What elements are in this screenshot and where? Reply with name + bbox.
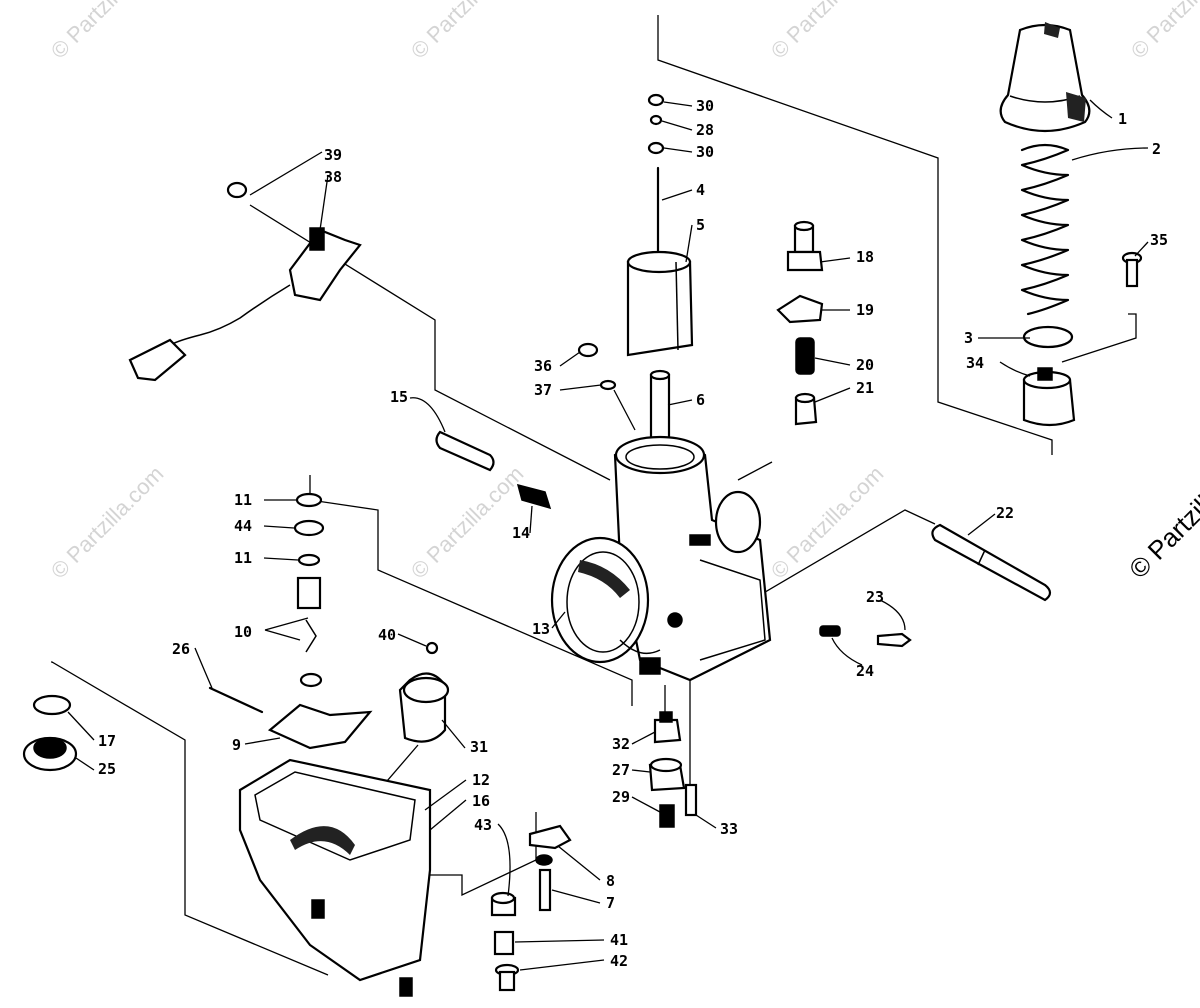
leader-lines — [67, 99, 1149, 971]
callout-22: 22 — [996, 504, 1014, 522]
part-valve-seat — [493, 930, 515, 956]
part-float-pin-small — [425, 641, 439, 655]
part-main-jet-holder — [653, 711, 682, 744]
callout-16: 16 — [472, 792, 490, 810]
callout-44: 44 — [234, 517, 252, 535]
callout-6: 6 — [696, 391, 705, 409]
callout-20: 20 — [856, 356, 874, 374]
part-idle-screw — [435, 430, 495, 472]
watermark: © Partzilla.com — [406, 0, 529, 64]
callout-5: 5 — [696, 216, 705, 234]
callout-labels: 1 2 3 34 35 30 28 30 4 5 6 18 19 20 21 3… — [98, 97, 1168, 970]
callout-10: 10 — [234, 623, 252, 641]
part-air-spring — [819, 625, 841, 637]
callout-29: 29 — [612, 788, 630, 806]
part-spring — [1020, 143, 1070, 316]
part-idle-spring — [516, 483, 552, 510]
callout-33: 33 — [720, 820, 738, 838]
watermark: © Partzilla.com — [766, 0, 889, 64]
callout-43: 43 — [474, 816, 492, 834]
callout-28: 28 — [696, 121, 714, 139]
part-float-pin — [208, 686, 264, 714]
callout-30a: 30 — [696, 97, 714, 115]
callout-24: 24 — [856, 662, 874, 680]
part-pilot-jet — [684, 783, 698, 817]
watermark: © Partzilla.com — [766, 461, 889, 584]
callout-34: 34 — [966, 354, 984, 372]
part-plunger — [794, 392, 818, 426]
callout-42: 42 — [610, 952, 628, 970]
callout-40: 40 — [378, 626, 396, 644]
callout-23: 23 — [866, 588, 884, 606]
part-screw-small — [577, 342, 599, 358]
part-throttle-switch — [128, 227, 362, 382]
part-cap — [999, 22, 1091, 133]
callout-13: 13 — [532, 620, 550, 638]
part-seat-screw — [494, 963, 520, 992]
part-gasket — [776, 294, 824, 324]
part-spring-small — [795, 337, 815, 375]
callout-1: 1 — [1118, 110, 1127, 128]
callout-38: 38 — [324, 168, 342, 186]
callout-9: 9 — [232, 736, 241, 754]
part-screw — [1121, 251, 1143, 288]
watermark: © Partzilla.com — [1126, 0, 1200, 64]
callout-25: 25 — [98, 760, 116, 778]
callout-27: 27 — [612, 761, 630, 779]
part-float — [398, 672, 450, 743]
callout-41: 41 — [610, 931, 628, 949]
watermark: © Partzilla.com — [46, 0, 169, 64]
part-air-screw — [876, 632, 912, 648]
part-float-arm — [267, 703, 373, 750]
callout-19: 19 — [856, 301, 874, 319]
part-float-bowl — [238, 758, 432, 997]
part-retainer-plate — [528, 824, 572, 850]
watermark-side: © Partzill — [1123, 489, 1200, 584]
callout-4: 4 — [696, 181, 705, 199]
callout-7: 7 — [606, 894, 615, 912]
callout-3: 3 — [964, 329, 973, 347]
callout-8: 8 — [606, 872, 615, 890]
callout-15: 15 — [390, 388, 408, 406]
part-washer — [1022, 325, 1074, 349]
callout-37: 37 — [534, 381, 552, 399]
watermark: © Partzilla.com — [46, 461, 169, 584]
part-float-valve — [490, 891, 517, 917]
part-switch-screw — [226, 181, 248, 199]
part-retainer-screw — [535, 854, 553, 912]
callout-11b: 11 — [234, 549, 252, 567]
part-fuel-tube — [931, 523, 1052, 602]
callout-18: 18 — [856, 248, 874, 266]
callout-31: 31 — [470, 738, 488, 756]
callout-12: 12 — [472, 771, 490, 789]
part-throttle-valve — [626, 250, 694, 357]
part-small-washer — [599, 379, 617, 391]
callout-39: 39 — [324, 146, 342, 164]
assembly-lines — [51, 15, 1137, 976]
callout-32: 32 — [612, 735, 630, 753]
part-main-jet — [648, 757, 686, 792]
part-carburetor-body — [550, 435, 772, 682]
part-needle-jet — [296, 576, 323, 688]
callout-30b: 30 — [696, 143, 714, 161]
callout-2: 2 — [1152, 140, 1161, 158]
part-small-washers — [647, 93, 665, 155]
part-drain-plug — [22, 736, 78, 772]
part-fitting — [786, 220, 824, 272]
part-holder — [1022, 367, 1076, 427]
callout-11a: 11 — [234, 491, 252, 509]
callout-36: 36 — [534, 357, 552, 375]
watermark: © Partzilla.com — [406, 461, 529, 584]
callout-21: 21 — [856, 379, 874, 397]
callout-35: 35 — [1150, 231, 1168, 249]
part-drain-washer — [32, 694, 72, 716]
part-jet-washers — [293, 492, 325, 567]
part-jet-small — [659, 804, 675, 828]
callout-26: 26 — [172, 640, 190, 658]
callout-17: 17 — [98, 732, 116, 750]
callout-14: 14 — [512, 524, 530, 542]
